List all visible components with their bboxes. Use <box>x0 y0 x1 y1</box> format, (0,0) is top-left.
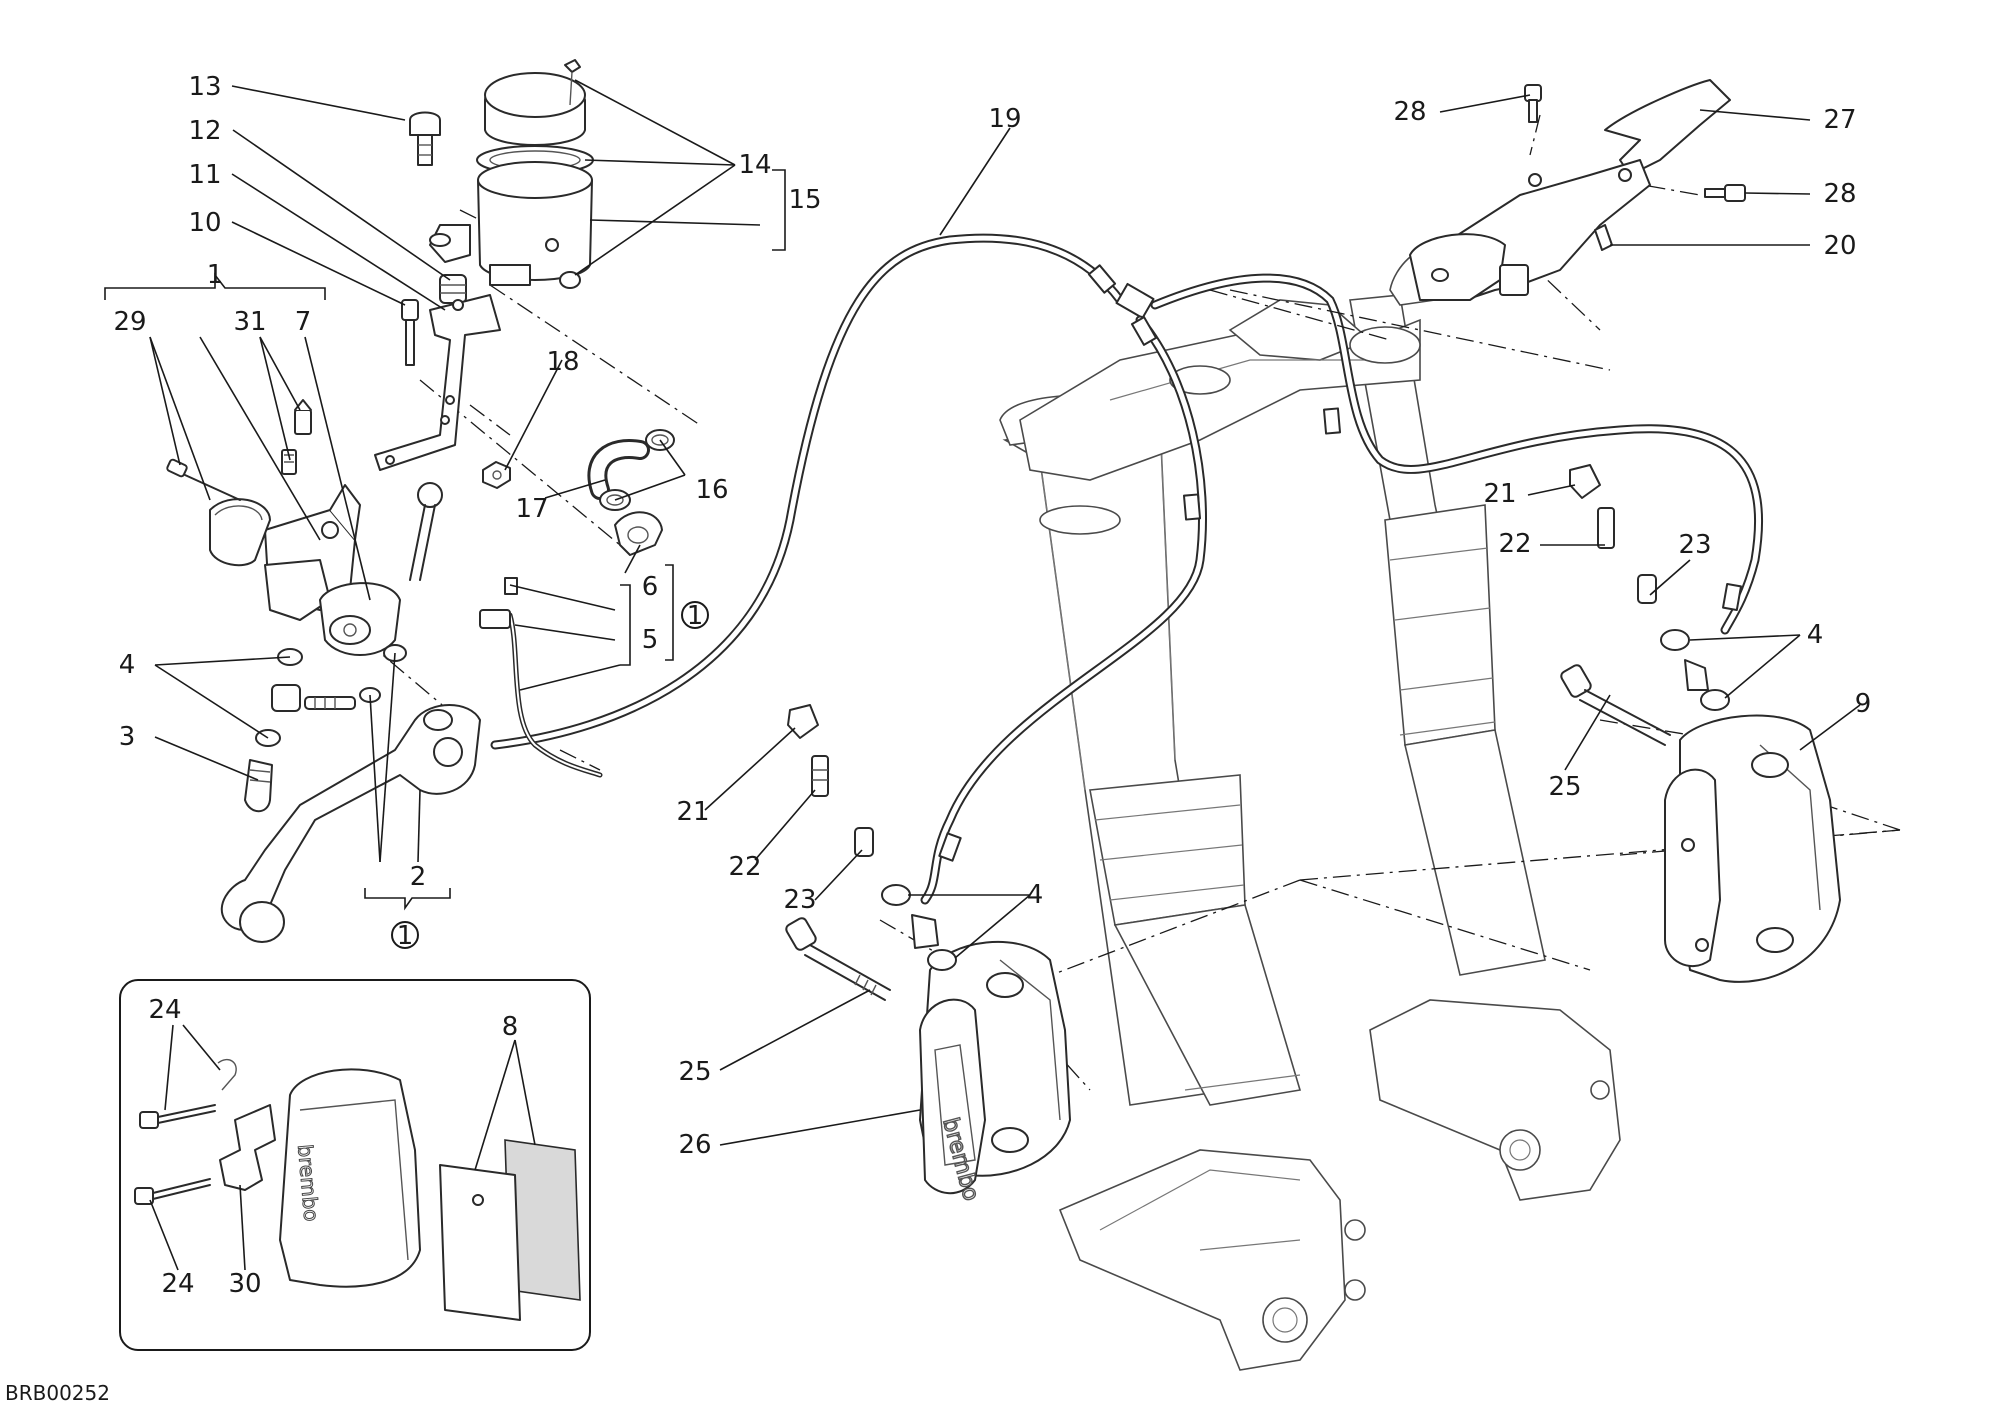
grommet-12 <box>439 274 467 304</box>
label-4-right: 4 <box>1807 620 1824 650</box>
label-21-right: 21 <box>1483 479 1516 509</box>
screw-10 <box>401 299 419 366</box>
label-21-left: 21 <box>676 797 709 827</box>
label-27: 27 <box>1823 105 1856 135</box>
label-25-left: 25 <box>678 1057 711 1087</box>
label-23-left: 23 <box>783 885 816 915</box>
label-13: 13 <box>188 72 221 102</box>
banjo-fitting-6 <box>614 511 663 556</box>
label-24-top: 24 <box>148 995 181 1025</box>
label-29: 29 <box>113 307 146 337</box>
front-fork-assembly <box>999 248 1621 1371</box>
hose-guide-bracket <box>1409 79 1746 301</box>
label-25-right: 25 <box>1548 772 1581 802</box>
brake-fluid-reservoir <box>409 59 594 289</box>
label-30: 30 <box>228 1269 261 1299</box>
label-5: 5 <box>642 625 659 655</box>
label-24-bottom: 24 <box>161 1269 194 1299</box>
label-22-right: 22 <box>1498 529 1531 559</box>
label-19: 19 <box>988 104 1021 134</box>
leader-lines <box>104 79 1861 1271</box>
kit-markers: 1 1 <box>391 601 709 951</box>
label-22-left: 22 <box>728 852 761 882</box>
label-18: 18 <box>546 347 579 377</box>
label-31: 31 <box>233 307 266 337</box>
brake-pad-inset: brembo <box>119 979 591 1351</box>
label-15: 15 <box>788 185 821 215</box>
label-28-side: 28 <box>1823 179 1856 209</box>
reservoir-hose <box>587 429 675 511</box>
reservoir-bracket <box>374 294 501 471</box>
label-16: 16 <box>695 475 728 505</box>
label-23-right: 23 <box>1678 530 1711 560</box>
right-brake-caliper <box>1560 464 1841 983</box>
label-17: 17 <box>515 494 548 524</box>
brake-hoses <box>490 233 1763 905</box>
label-26: 26 <box>678 1130 711 1160</box>
label-11: 11 <box>188 160 221 190</box>
front-brake-master-cylinder <box>166 399 518 943</box>
label-6: 6 <box>642 572 659 602</box>
label-3: 3 <box>119 722 136 752</box>
label-9: 9 <box>1855 689 1872 719</box>
drawing-code: BRB00252 <box>5 1381 110 1405</box>
kit-marker-lower: 1 <box>397 921 414 951</box>
kit-marker-right: 1 <box>687 601 704 631</box>
label-10: 10 <box>188 208 221 238</box>
label-12: 12 <box>188 116 221 146</box>
kit-marker-circle-lower <box>391 921 419 949</box>
label-20: 20 <box>1823 231 1856 261</box>
label-14: 14 <box>738 150 771 180</box>
label-8: 8 <box>502 1012 519 1042</box>
part-labels: 13 12 11 10 14 15 1 29 31 7 18 16 17 6 5… <box>113 72 1871 1299</box>
label-2: 2 <box>410 862 427 892</box>
label-28-top: 28 <box>1393 97 1426 127</box>
label-7: 7 <box>295 307 312 337</box>
label-1: 1 <box>207 260 224 290</box>
label-4-left-caliper: 4 <box>1027 880 1044 910</box>
left-brake-caliper: brembo <box>785 704 1071 1204</box>
kit-marker-circle-right <box>681 601 709 629</box>
nut-18 <box>482 461 511 489</box>
label-4-lever: 4 <box>119 650 136 680</box>
